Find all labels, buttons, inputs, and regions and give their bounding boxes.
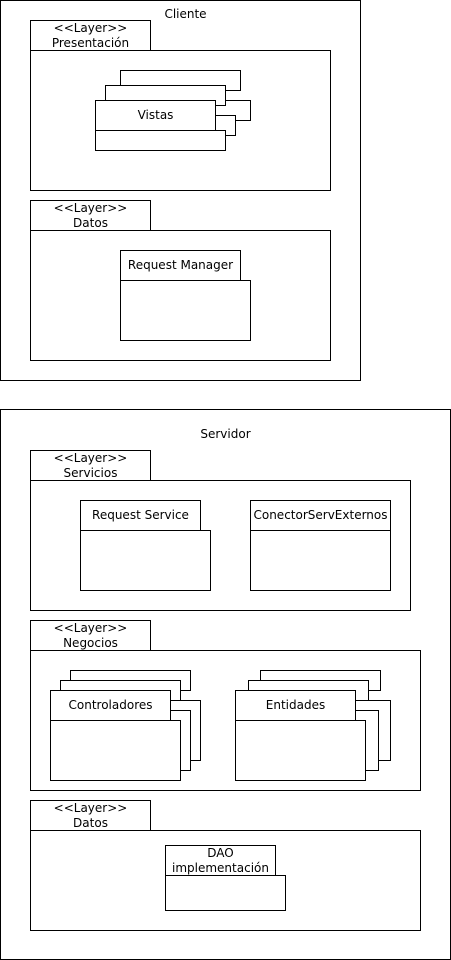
request-manager-component-tab: Request Manager	[120, 250, 241, 281]
dao-implementacion-component-body	[165, 875, 286, 911]
cliente-title: Cliente	[164, 7, 207, 21]
conector-serv-externos-component-tab: ConectorServExternos	[250, 500, 391, 531]
vistas-component-body	[95, 130, 226, 151]
negocios-layer-tab: <<Layer>> Negocios	[30, 620, 151, 651]
controladores-component-body	[50, 720, 181, 781]
cliente-datos-layer-tab: <<Layer>> Datos	[30, 200, 151, 231]
entidades-component-body	[235, 720, 366, 781]
controladores-component-tab: Controladores	[50, 690, 171, 721]
request-service-component-body	[80, 530, 211, 591]
vistas-component-tab: Vistas	[95, 100, 216, 131]
conector-serv-externos-component-body	[250, 530, 391, 591]
dao-implementacion-component-tab: DAO implementación	[165, 845, 276, 876]
request-service-component-tab: Request Service	[80, 500, 201, 531]
request-manager-component-body	[120, 280, 251, 341]
servidor-title: Servidor	[200, 427, 251, 441]
entidades-component-tab: Entidades	[235, 690, 356, 721]
servicios-layer-tab: <<Layer>> Servicios	[30, 450, 151, 481]
servidor-datos-layer-tab: <<Layer>> Datos	[30, 800, 151, 831]
presentacion-layer-tab: <<Layer>> Presentación	[30, 20, 151, 51]
